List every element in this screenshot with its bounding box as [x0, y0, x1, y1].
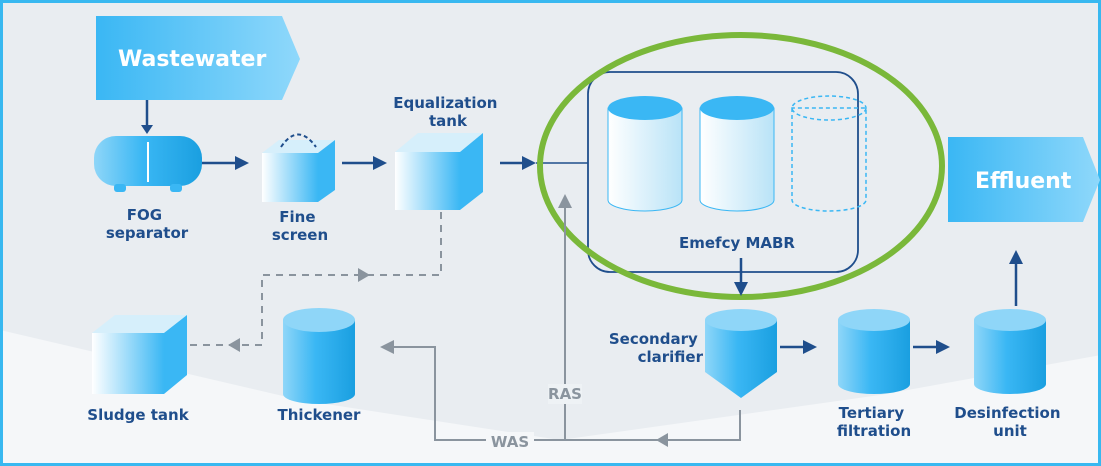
- arrowhead-mabr-clarifier: [734, 282, 748, 296]
- sludge-arrow-to-tank: [228, 338, 240, 352]
- thickener-label: Thickener: [278, 406, 362, 424]
- wastewater-banner: [96, 16, 300, 100]
- mabr-highlight-ring: [537, 32, 945, 300]
- ras-label-bg: [548, 384, 582, 404]
- sludge-tank-icon: [92, 315, 187, 394]
- fine-screen-icon: [262, 133, 335, 202]
- disinfection-unit-label: Desinfection unit: [954, 404, 1066, 440]
- mabr-label: Emefcy MABR: [679, 234, 795, 252]
- tertiary-filtration-label: Tertiary filtration: [837, 404, 911, 440]
- ras-label: RAS: [548, 385, 582, 403]
- effluent-banner: [948, 137, 1100, 222]
- was-label-bg: [486, 432, 534, 450]
- sludge-tank-label: Sludge tank: [87, 406, 189, 424]
- equalization-tank-label: Equalization tank: [393, 94, 502, 130]
- mabr-tank-2-icon: [699, 96, 775, 212]
- sludge-arrow-mid: [358, 268, 370, 282]
- equalization-tank-icon: [395, 133, 483, 210]
- arrowhead-tertiary-disinfection: [936, 340, 950, 354]
- mabr-tank-1-icon: [607, 96, 683, 212]
- was-arrowhead-thickener: [380, 340, 394, 354]
- sludge-line-equalization: [188, 212, 442, 346]
- mabr-frame: [587, 71, 859, 273]
- wastewater-arrowhead: [141, 125, 153, 134]
- effluent-label: Effluent: [975, 169, 1072, 194]
- secondary-clarifier-label: Secondary clarifier: [609, 330, 704, 366]
- ras-line: [564, 196, 741, 441]
- was-arrow-left: [656, 433, 668, 447]
- ras-arrowhead: [558, 194, 572, 208]
- arrowhead-clarifier-tertiary: [803, 340, 817, 354]
- disinfection-unit-icon: [974, 309, 1046, 394]
- fine-screen-label: Fine screen: [272, 208, 328, 244]
- wastewater-label: Wastewater: [118, 47, 266, 72]
- fog-separator-icon: [94, 136, 202, 192]
- secondary-clarifier-icon: [705, 309, 777, 398]
- arrowhead-fog-screen: [235, 156, 249, 170]
- mabr-tank-3-optional-icon: [791, 95, 867, 212]
- fog-separator-label: FOG separator: [106, 206, 189, 242]
- arrowhead-screen-equalization: [373, 156, 387, 170]
- was-label: WAS: [491, 433, 529, 451]
- background-swoosh: [0, 330, 1101, 466]
- arrowhead-effluent: [1009, 250, 1023, 264]
- arrowhead-equalization-mabr: [522, 156, 536, 170]
- thickener-icon: [283, 308, 355, 404]
- tertiary-filtration-icon: [838, 309, 910, 394]
